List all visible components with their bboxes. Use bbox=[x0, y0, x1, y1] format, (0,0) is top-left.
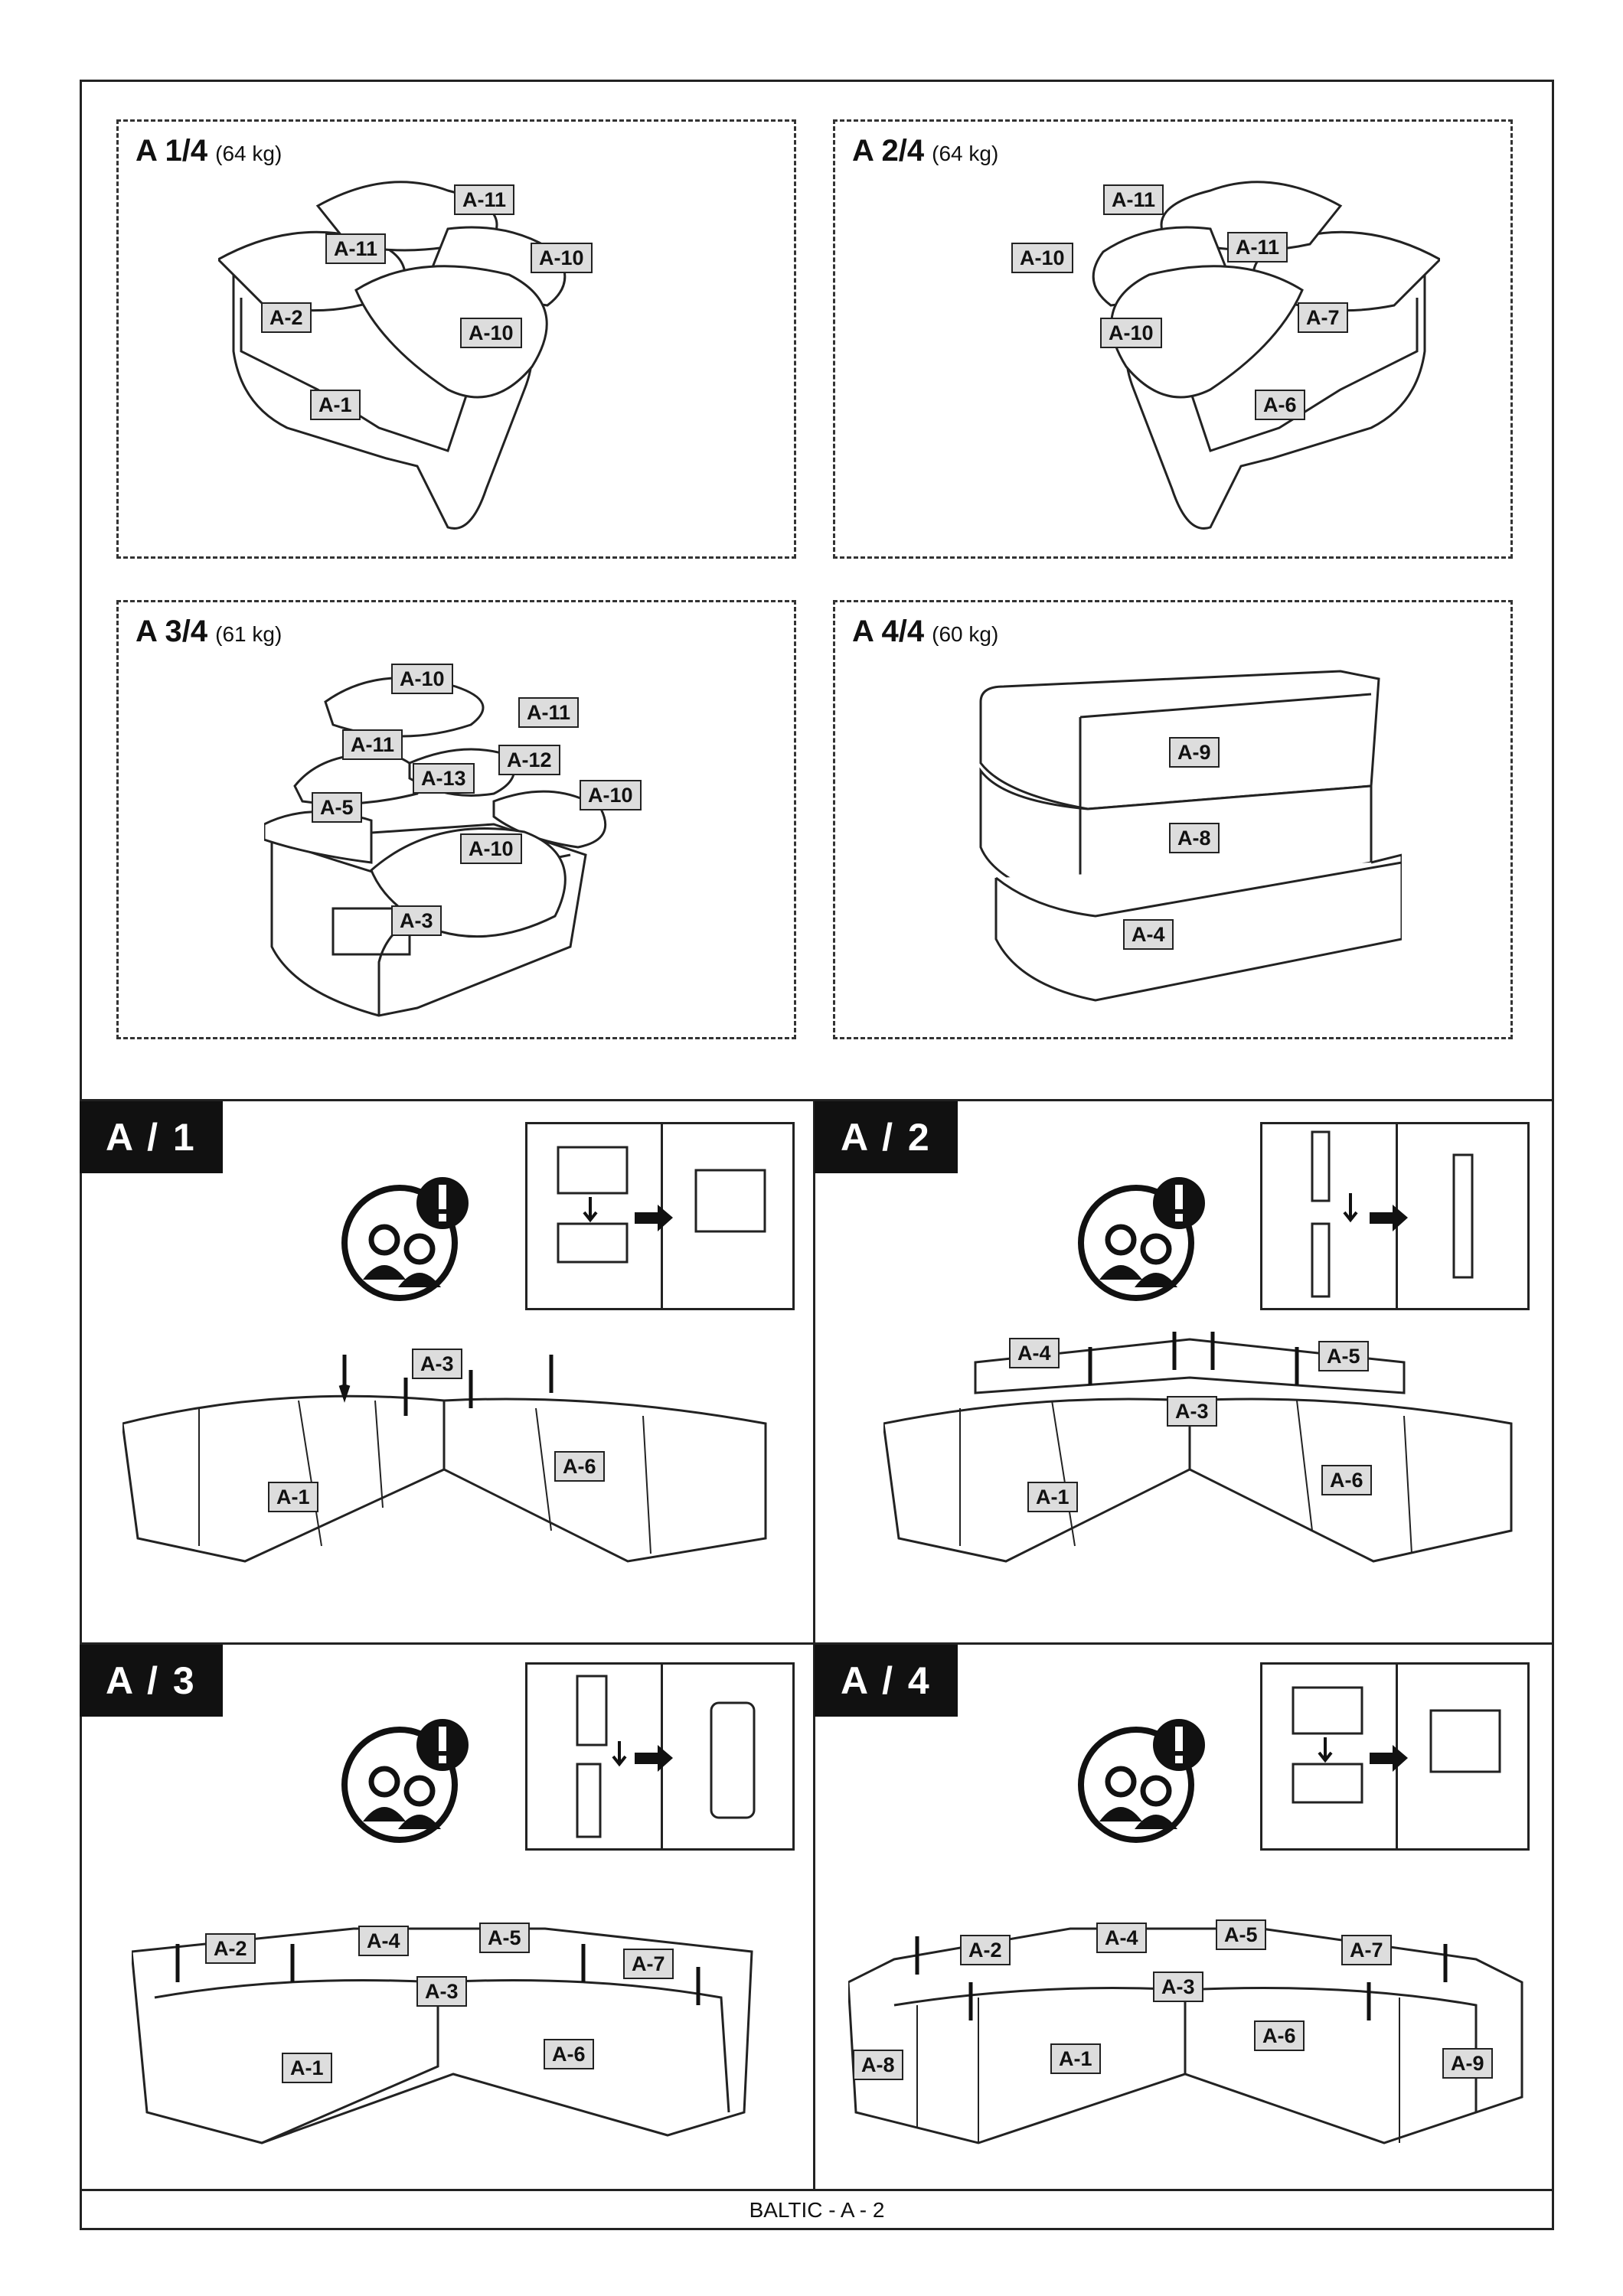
part-label: A-6 bbox=[1255, 390, 1305, 420]
part-label: A-10 bbox=[460, 318, 522, 348]
part-label: A-5 bbox=[479, 1923, 530, 1953]
part-label: A-5 bbox=[1216, 1919, 1266, 1950]
part-label: A-11 bbox=[1227, 232, 1288, 263]
part-label: A-10 bbox=[531, 243, 593, 273]
part-label: A-11 bbox=[518, 697, 580, 728]
part-label: A-7 bbox=[1341, 1935, 1392, 1965]
package-title: A 4/4(60 kg) bbox=[852, 615, 999, 648]
part-label: A-6 bbox=[1254, 2020, 1305, 2051]
two-person-warning-icon bbox=[341, 1177, 469, 1301]
divider bbox=[80, 1642, 1554, 1645]
part-label: A-10 bbox=[1011, 243, 1073, 273]
part-label: A-9 bbox=[1442, 2048, 1493, 2079]
package-title: A 3/4(61 kg) bbox=[136, 615, 282, 648]
part-label: A-1 bbox=[282, 2053, 332, 2083]
bracket-assembly-icon bbox=[1260, 1662, 1530, 1851]
step-badge: A / 2 bbox=[815, 1101, 958, 1173]
part-label: A-3 bbox=[1167, 1396, 1217, 1427]
part-label: A-6 bbox=[1321, 1465, 1372, 1495]
sofa-module-illustration bbox=[218, 181, 567, 530]
part-label: A-3 bbox=[412, 1349, 462, 1379]
part-label: A-4 bbox=[1009, 1338, 1060, 1368]
assembly-step-illustration bbox=[132, 1927, 753, 2144]
part-label: A-1 bbox=[1050, 2043, 1101, 2074]
part-label: A-4 bbox=[1123, 919, 1174, 950]
two-person-warning-icon bbox=[341, 1719, 469, 1843]
step-badge: A / 3 bbox=[80, 1645, 223, 1717]
part-label: A-3 bbox=[1153, 1971, 1203, 2002]
package-a1: A 1/4(64 kg) A-11 A-11 A-10 A-2 A-10 A-1 bbox=[116, 119, 796, 559]
part-label: A-9 bbox=[1169, 737, 1220, 768]
bracket-assembly-icon bbox=[1260, 1122, 1530, 1310]
package-a3: A 3/4(61 kg) A-10 A-11 A-11 A-13 A-12 A-… bbox=[116, 600, 796, 1039]
two-person-warning-icon bbox=[1078, 1719, 1205, 1843]
assembly-step-illustration bbox=[883, 1332, 1513, 1563]
part-label: A-8 bbox=[853, 2050, 903, 2080]
step-badge: A / 1 bbox=[80, 1101, 223, 1173]
part-label: A-1 bbox=[268, 1482, 318, 1512]
part-label: A-7 bbox=[1298, 302, 1348, 333]
part-label: A-6 bbox=[544, 2039, 594, 2069]
part-label: A-2 bbox=[960, 1935, 1011, 1965]
part-label: A-5 bbox=[1318, 1341, 1369, 1371]
sofa-module-illustration bbox=[1092, 181, 1440, 530]
part-label: A-2 bbox=[261, 302, 312, 333]
part-label: A-1 bbox=[1027, 1482, 1078, 1512]
part-label: A-12 bbox=[498, 745, 560, 775]
part-label: A-11 bbox=[454, 184, 515, 215]
two-person-warning-icon bbox=[1078, 1177, 1205, 1301]
part-label: A-3 bbox=[416, 1976, 467, 2007]
package-a4: A 4/4(60 kg) A-9 A-8 A-4 bbox=[833, 600, 1513, 1039]
part-label: A-5 bbox=[312, 792, 362, 823]
part-label: A-3 bbox=[391, 905, 442, 936]
part-label: A-6 bbox=[554, 1451, 605, 1482]
part-label: A-11 bbox=[1103, 184, 1164, 215]
assembly-step-illustration bbox=[122, 1355, 767, 1563]
package-title: A 2/4(64 kg) bbox=[852, 134, 999, 168]
part-label: A-11 bbox=[342, 729, 403, 760]
part-label: A-10 bbox=[580, 780, 642, 810]
divider bbox=[80, 2189, 1554, 2191]
divider bbox=[813, 1099, 815, 2190]
part-label: A-10 bbox=[1100, 318, 1162, 348]
sofa-module-illustration bbox=[264, 677, 607, 1017]
part-label: A-11 bbox=[325, 233, 387, 264]
page-footer: BALTIC - A - 2 bbox=[749, 2198, 885, 2222]
part-label: A-10 bbox=[460, 833, 522, 864]
package-a2: A 2/4(64 kg) A-11 A-10 A-11 A-7 A-10 A-6 bbox=[833, 119, 1513, 559]
package-title: A 1/4(64 kg) bbox=[136, 134, 282, 168]
part-label: A-7 bbox=[623, 1949, 674, 1979]
part-label: A-8 bbox=[1169, 823, 1220, 853]
divider bbox=[80, 1099, 1554, 1101]
bracket-assembly-icon bbox=[525, 1122, 795, 1310]
part-label: A-10 bbox=[391, 664, 453, 694]
bracket-assembly-icon bbox=[525, 1662, 795, 1851]
part-label: A-4 bbox=[358, 1926, 409, 1956]
assembly-step-illustration bbox=[848, 1927, 1523, 2144]
part-label: A-13 bbox=[413, 763, 475, 794]
part-label: A-1 bbox=[310, 390, 361, 420]
step-badge: A / 4 bbox=[815, 1645, 958, 1717]
part-label: A-4 bbox=[1096, 1923, 1147, 1953]
part-label: A-2 bbox=[205, 1933, 256, 1964]
